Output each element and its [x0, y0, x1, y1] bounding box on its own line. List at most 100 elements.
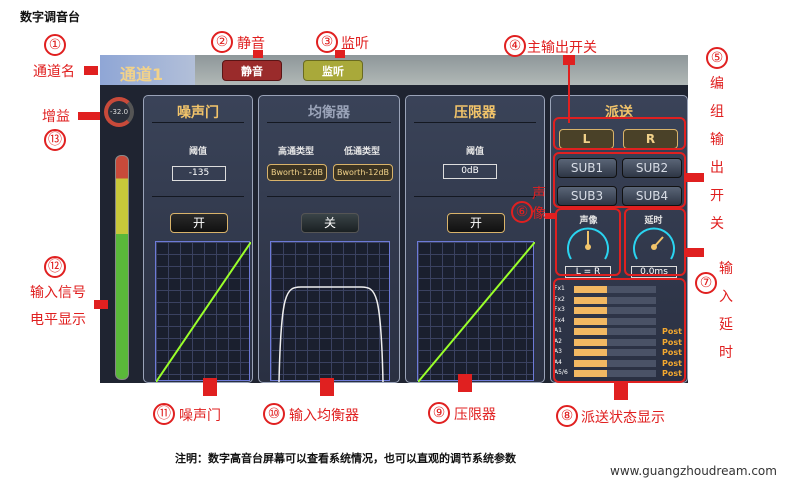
bus-level-fill — [574, 359, 607, 367]
arrow-icon — [253, 50, 263, 58]
monitor-button[interactable]: 监听 — [303, 60, 363, 81]
annotation-char: 组 — [710, 104, 724, 120]
annotation-label: 电平显示 — [30, 312, 86, 328]
send-bus-row[interactable]: Fx4 — [551, 317, 687, 326]
bus-name: Fx1 — [554, 285, 565, 292]
website-url: www.guangzhoudream.com — [610, 464, 777, 478]
annotation-label: 压限器 — [454, 407, 496, 423]
annotation-label: 输入信号 — [30, 285, 86, 301]
highlight-box — [553, 152, 686, 208]
bus-level-bar[interactable] — [574, 317, 656, 325]
arrow-icon — [686, 173, 704, 182]
annotation-char: 声 — [532, 186, 546, 202]
arrow-icon — [563, 55, 575, 65]
bus-name: A2 — [554, 337, 562, 345]
eq-switch[interactable]: 关 — [301, 213, 359, 233]
highlight-box — [624, 208, 686, 276]
annotation-label-vertical: 输入延时 — [718, 255, 734, 367]
gate-threshold-value[interactable]: -135 — [172, 166, 226, 181]
limiter-graph — [417, 241, 536, 383]
bus-level-fill — [574, 307, 607, 314]
bus-level-bar[interactable] — [574, 359, 656, 367]
annotation-char: 输 — [719, 261, 733, 277]
annotation-char: 时 — [719, 345, 733, 361]
arrow-icon — [84, 66, 98, 75]
annotation-label: 静音 — [237, 36, 265, 52]
bus-level-bar[interactable] — [574, 338, 656, 346]
gain-knob[interactable]: -32.0 — [104, 97, 134, 127]
arrow-icon — [94, 300, 108, 309]
annotation-label: 通道名 — [33, 64, 75, 80]
annotation-label: 输入均衡器 — [289, 408, 359, 424]
limiter-title: 压限器 — [454, 105, 496, 121]
sub2-button[interactable]: SUB2 — [622, 158, 682, 178]
lp-type-button[interactable]: Bworth-12dB — [333, 164, 393, 181]
bus-level-bar[interactable] — [574, 286, 656, 293]
bus-level-bar[interactable] — [574, 307, 656, 314]
bus-level-fill — [574, 349, 607, 356]
annotation-char: 输 — [710, 132, 724, 148]
annotation-char: 延 — [719, 317, 733, 333]
gate-switch[interactable]: 开 — [170, 213, 228, 233]
hp-type-button[interactable]: Bworth-12dB — [267, 164, 327, 181]
mute-button[interactable]: 静音 — [222, 60, 282, 81]
sub3-button[interactable]: SUB3 — [557, 186, 617, 206]
send-bus-row[interactable]: Fx3 — [551, 306, 687, 315]
annotation-label: 派送状态显示 — [581, 410, 665, 426]
annotation-char: 出 — [710, 160, 724, 176]
top-bar: 通道1 静音 监听 — [100, 55, 688, 85]
sub1-button[interactable]: SUB1 — [557, 158, 617, 178]
limiter-threshold-value[interactable]: 0dB — [443, 164, 497, 179]
bus-level-fill — [574, 296, 607, 304]
document-title: 数字调音台 — [20, 10, 81, 24]
eq-graph — [270, 241, 390, 383]
annotation-char: 关 — [710, 216, 724, 232]
annotation-number: ② — [211, 31, 233, 53]
send-bus-row[interactable]: Fx1 — [551, 285, 687, 294]
annotation-label-vertical: 编组输出开关 — [709, 70, 725, 238]
send-bus-row[interactable]: A1 Post — [551, 327, 687, 336]
sub4-button[interactable]: SUB4 — [622, 186, 682, 206]
annotation-char: 像 — [532, 206, 546, 222]
bus-level-fill — [574, 317, 607, 325]
bus-post-label: Post — [662, 327, 682, 336]
bus-post-label: Post — [662, 369, 682, 378]
bus-level-fill — [574, 328, 607, 335]
send-bus-row[interactable]: Fx2 — [551, 296, 687, 305]
highlight-box — [553, 117, 686, 150]
pan-knob[interactable] — [563, 223, 613, 263]
limiter-switch[interactable]: 开 — [447, 213, 505, 233]
send-bus-row[interactable]: A4 Post — [551, 359, 687, 368]
arrow-icon — [686, 248, 704, 257]
gate-threshold-label: 阈值 — [188, 147, 207, 157]
send-bus-row[interactable]: A3 Post — [551, 348, 687, 357]
delay-knob[interactable] — [629, 223, 679, 263]
annotation-label: 主输出开关 — [527, 40, 597, 56]
highlight-box — [555, 208, 621, 276]
annotation-number: ⑬ — [44, 129, 66, 151]
bus-level-bar[interactable] — [574, 349, 656, 356]
annotation-number: ④ — [504, 35, 526, 57]
bus-level-bar[interactable] — [574, 296, 656, 304]
limiter-panel: 压限器 阈值 0dB 开 — [405, 95, 545, 383]
annotation-number: ⑤ — [706, 47, 728, 69]
arrow-icon — [203, 378, 217, 396]
bus-level-bar[interactable] — [574, 370, 656, 377]
bus-post-label: Post — [662, 348, 682, 357]
bus-name: A4 — [554, 358, 562, 366]
delay-label: 延时 — [644, 216, 663, 226]
footer-note: 注明：数字高音台屏幕可以查看系统情况，也可以直观的调节系统参数 — [175, 452, 516, 465]
bus-name: A1 — [554, 327, 562, 334]
input-level-meter — [115, 155, 129, 380]
annotation-number: ⑫ — [44, 256, 66, 278]
bus-post-label: Post — [662, 358, 682, 368]
annotation-char: 编 — [710, 76, 724, 92]
bus-name: A3 — [554, 348, 562, 355]
highlight-box — [553, 278, 686, 383]
bus-level-bar[interactable] — [574, 328, 656, 335]
channel-name[interactable]: 通道1 — [100, 55, 195, 85]
limiter-curve — [417, 241, 536, 383]
